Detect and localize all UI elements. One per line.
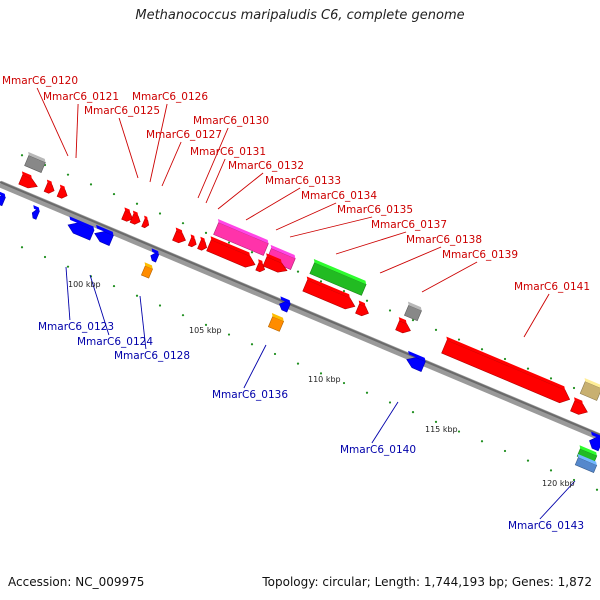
cds-feature[interactable] [120,207,136,223]
map-title: Methanococcus maripaludis C6, complete g… [135,8,465,23]
cds-feature[interactable] [301,276,358,312]
reverse-cds-feature[interactable] [64,216,95,241]
reverse-cds-feature[interactable] [403,350,427,372]
gene-label-mmarc6_0125[interactable]: MmarC6_0125 [84,105,160,117]
gene-label-mmarc6_0139[interactable]: MmarC6_0139 [442,249,518,261]
reverse-cds-feature[interactable] [276,296,292,313]
gene-label-mmarc6_0141[interactable]: MmarC6_0141 [514,281,590,293]
cds-feature[interactable] [569,397,591,417]
cds-feature[interactable] [17,171,40,191]
gene-label-mmarc6_0120[interactable]: MmarC6_0120 [2,75,78,87]
gene-label-mmarc6_0124[interactable]: MmarC6_0124 [77,336,153,348]
cds-feature[interactable] [254,259,267,273]
cds-feature[interactable] [55,184,70,200]
tan-feature[interactable] [578,377,600,401]
cds-feature[interactable] [42,179,57,195]
genome-summary: Topology: circular; Length: 1,744,193 bp… [262,575,592,589]
gene-label-mmarc6_0123[interactable]: MmarC6_0123 [38,321,114,333]
gene-label-mmarc6_0128[interactable]: MmarC6_0128 [114,350,190,362]
cds-feature[interactable] [205,236,259,270]
blue-gray-feature[interactable] [573,453,598,473]
gene-label-mmarc6_0135[interactable]: MmarC6_0135 [337,204,413,216]
gene-label-mmarc6_0127[interactable]: MmarC6_0127 [146,129,222,141]
cds-feature[interactable] [354,300,372,318]
rna-feature[interactable] [266,313,285,332]
gene-label-mmarc6_0131[interactable]: MmarC6_0131 [190,146,266,158]
gene-features[interactable] [0,151,600,473]
gene-labels[interactable]: MmarC6_0120MmarC6_0121MmarC6_0125MmarC6_… [2,75,590,532]
cds-feature[interactable] [140,215,152,229]
reverse-cds-feature[interactable] [147,248,160,263]
cds-feature[interactable] [196,236,210,252]
gene-label-mmarc6_0136[interactable]: MmarC6_0136 [212,389,288,401]
scale-ticks: 100 kbp 105 kbp 110 kbp 115 kbp 120 kbp [68,280,575,488]
scale-tick-label: 115 kbp [425,425,458,434]
gray-feature[interactable] [403,301,423,322]
mobile-element-feature[interactable] [212,218,270,256]
cds-feature[interactable] [261,253,290,275]
cds-feature[interactable] [440,336,574,406]
gene-label-mmarc6_0138[interactable]: MmarC6_0138 [406,234,482,246]
scale-tick-label: 105 kbp [189,326,222,335]
gene-label-mmarc6_0140[interactable]: MmarC6_0140 [340,444,416,456]
feature-track-dots [20,154,599,491]
reverse-cds-feature[interactable] [91,224,115,246]
gene-label-mmarc6_0137[interactable]: MmarC6_0137 [371,219,447,231]
gray-feature[interactable] [23,151,47,173]
gene-label-mmarc6_0143[interactable]: MmarC6_0143 [508,520,584,532]
gene-label-mmarc6_0121[interactable]: MmarC6_0121 [43,91,119,103]
cds-feature[interactable] [171,227,189,245]
genome-backbone [0,180,600,441]
accession-label: Accession: NC_009975 [8,575,145,589]
green-feature[interactable] [308,259,367,296]
scale-tick-label: 100 kbp [68,280,101,289]
gene-label-callouts [36,87,576,520]
gene-label-mmarc6_0130[interactable]: MmarC6_0130 [193,115,269,127]
scale-tick-label: 120 kbp [542,479,575,488]
cds-feature[interactable] [128,210,143,226]
gene-label-mmarc6_0133[interactable]: MmarC6_0133 [265,175,341,187]
reverse-cds-feature[interactable] [0,190,7,207]
gene-label-mmarc6_0134[interactable]: MmarC6_0134 [301,190,377,202]
cds-feature[interactable] [394,317,414,335]
gene-label-mmarc6_0126[interactable]: MmarC6_0126 [132,91,208,103]
rna-feature[interactable] [140,262,154,279]
gene-label-mmarc6_0132[interactable]: MmarC6_0132 [228,160,304,172]
reverse-cds-feature[interactable] [29,205,41,220]
scale-tick-label: 110 kbp [308,375,341,384]
cds-feature[interactable] [186,234,199,248]
